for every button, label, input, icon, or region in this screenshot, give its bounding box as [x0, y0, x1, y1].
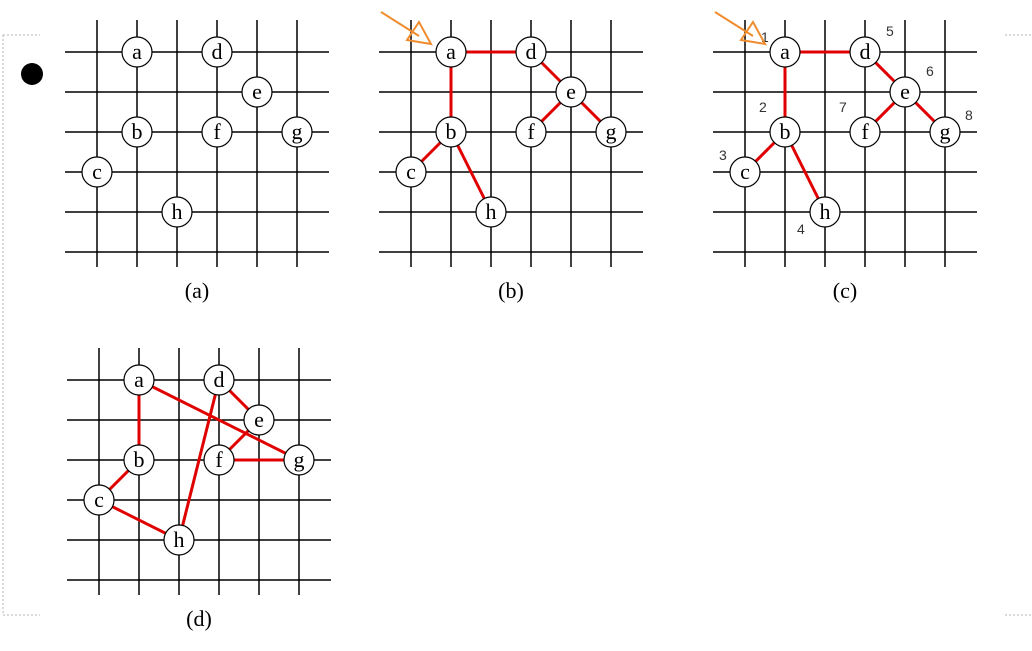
vertex-g-circle [595, 116, 627, 148]
slide-frame [2, 34, 1032, 616]
vertices: a d e b f g c h [83, 364, 315, 556]
vertex-d-circle [515, 36, 547, 68]
vertex-b-circle [123, 444, 155, 476]
vertex-h-label: h [172, 199, 183, 224]
vertex-g-circle [283, 444, 315, 476]
start-arrow-shaft [714, 11, 754, 37]
visit-order-d: 5 [886, 23, 894, 39]
caption-d: (d) [186, 606, 212, 631]
start-arrow-head [405, 20, 433, 46]
vertex-h-circle [161, 196, 193, 228]
edge-h-d [177, 378, 221, 542]
caption-c: (c) [833, 278, 857, 303]
visit-order-g: 8 [965, 107, 973, 123]
vertex-e-circle [243, 404, 275, 436]
vertex-a-circle [123, 364, 155, 396]
vertex-c-label: c [740, 159, 750, 184]
vertex-f-circle [849, 116, 881, 148]
vertex-c-circle [729, 156, 761, 188]
vertex-d-label: d [860, 39, 871, 64]
vertex-e-circle [555, 76, 587, 108]
vertices: a d e b f g c h [395, 36, 627, 228]
vertex-h-label: h [174, 527, 185, 552]
visit-order-c: 3 [719, 147, 727, 163]
vertex-d-label: d [212, 39, 223, 64]
vertex-e-circle [889, 76, 921, 108]
vertex-g-label: g [292, 119, 303, 144]
vertex-b-label: b [446, 119, 457, 144]
vertex-d-circle [201, 36, 233, 68]
vertex-g-label: g [606, 119, 617, 144]
vertex-g-circle [281, 116, 313, 148]
vertex-b-circle [435, 116, 467, 148]
vertex-g-label: g [940, 119, 951, 144]
vertex-b-circle [121, 116, 153, 148]
vertex-d-circle [203, 364, 235, 396]
vertex-e-label: e [900, 79, 910, 104]
vertex-f-circle [203, 444, 235, 476]
vertex-f-circle [201, 116, 233, 148]
vertex-f-label: f [213, 119, 221, 144]
visit-order-f: 7 [839, 99, 847, 115]
vertex-g-label: g [294, 447, 305, 472]
bullet-icon [21, 63, 43, 85]
vertex-d-circle [849, 36, 881, 68]
vertex-a-label: a [134, 367, 144, 392]
start-arrow-head [739, 20, 767, 46]
visit-order-h: 4 [797, 221, 805, 237]
vertex-d-label: d [526, 39, 537, 64]
vertex-a-label: a [780, 39, 790, 64]
vertex-a-circle [435, 36, 467, 68]
graph-panel-b: a d e b f g c h (b) [379, 11, 643, 303]
vertex-c-circle [395, 156, 427, 188]
vertex-h-circle [809, 196, 841, 228]
start-arrow-shaft [380, 11, 420, 37]
start-arrow-icon [380, 11, 433, 46]
vertex-b-circle [769, 116, 801, 148]
vertex-c-label: c [94, 487, 104, 512]
vertex-a-circle [769, 36, 801, 68]
visit-order-b: 2 [759, 99, 767, 115]
vertex-b-label: b [780, 119, 791, 144]
vertex-f-label: f [861, 119, 869, 144]
graph-panel-d: a d e b f g c h (d) [67, 348, 331, 631]
vertex-e-circle [241, 76, 273, 108]
panels-layer: a d e b f g c h (a) a d e b f g c h (b) a d e b f g c h 1 2 3 4 5 6 7 8 (c… [65, 11, 977, 631]
vertex-f-label: f [527, 119, 535, 144]
caption-a: (a) [185, 278, 209, 303]
vertex-f-circle [515, 116, 547, 148]
vertex-d-label: d [214, 367, 225, 392]
vertex-g-circle [929, 116, 961, 148]
vertex-e-label: e [252, 79, 262, 104]
vertex-c-circle [83, 484, 115, 516]
graph-panel-c: a d e b f g c h 1 2 3 4 5 6 7 8 (c) [713, 11, 977, 303]
vertex-e-label: e [254, 407, 264, 432]
graph-panel-a: a d e b f g c h (a) [65, 20, 329, 303]
vertex-a-label: a [446, 39, 456, 64]
vertex-c-label: c [92, 159, 102, 184]
start-arrow-icon [714, 11, 767, 46]
vertex-f-label: f [215, 447, 223, 472]
vertex-h-label: h [486, 199, 497, 224]
caption-b: (b) [498, 278, 524, 303]
visit-order-e: 6 [926, 63, 934, 79]
vertex-c-circle [81, 156, 113, 188]
vertices: a d e b f g c h [729, 36, 961, 228]
vertex-e-label: e [566, 79, 576, 104]
vertex-a-label: a [132, 39, 142, 64]
edge-g-a [137, 378, 301, 462]
vertex-b-label: b [134, 447, 145, 472]
vertex-b-label: b [132, 119, 143, 144]
vertex-c-label: c [406, 159, 416, 184]
visit-order-a: 1 [761, 29, 769, 45]
vertex-h-circle [163, 524, 195, 556]
vertices: a d e b f g c h [81, 36, 313, 228]
vertex-h-circle [475, 196, 507, 228]
vertex-h-label: h [820, 199, 831, 224]
vertex-a-circle [121, 36, 153, 68]
